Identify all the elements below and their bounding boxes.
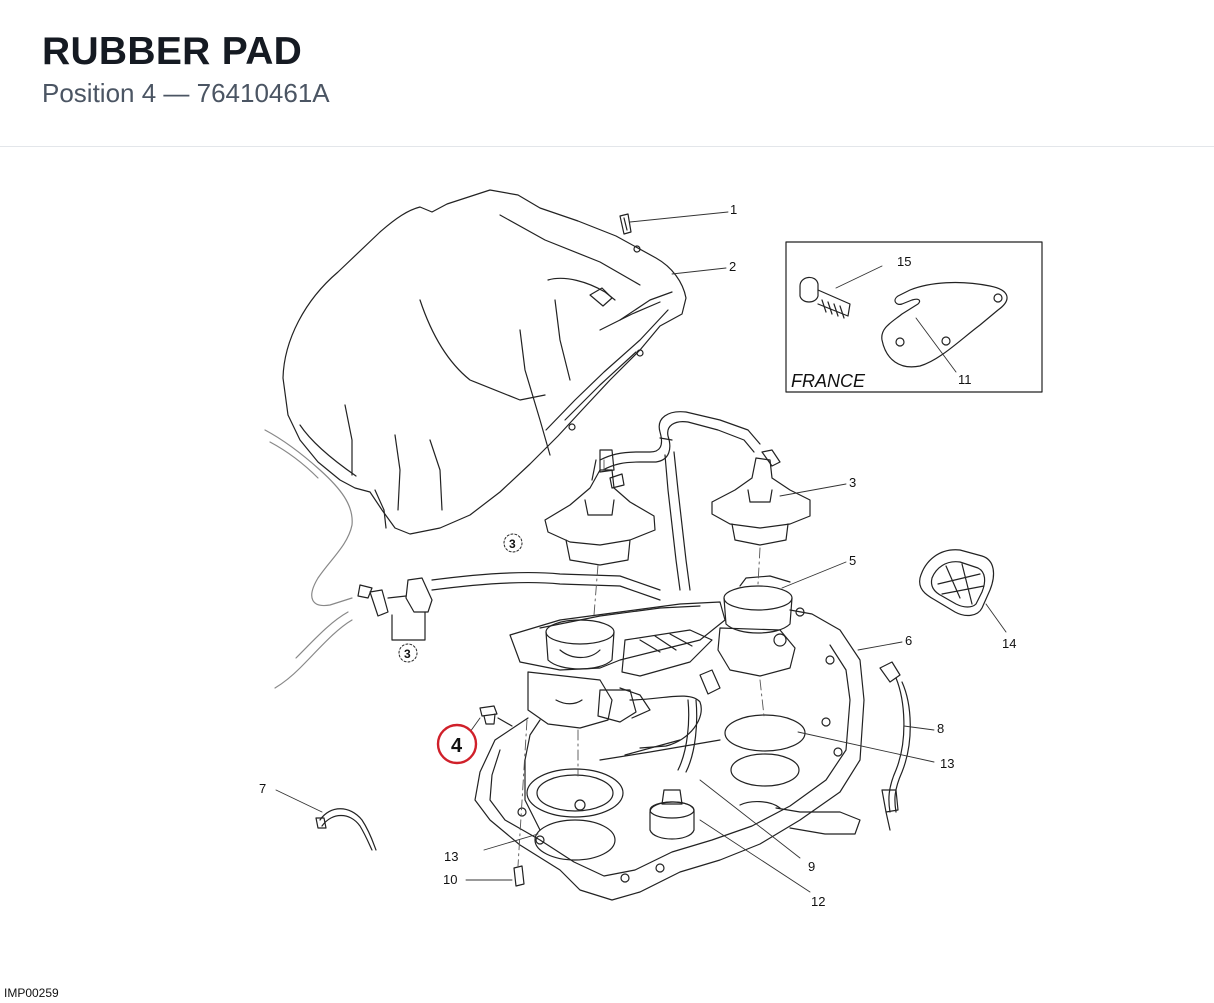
airbox-base-part xyxy=(474,607,865,901)
highlighted-position-number: 4 xyxy=(451,735,463,757)
callout-14: 14 xyxy=(1002,636,1016,651)
france-inset-box: FRANCE xyxy=(785,241,1043,393)
callout-15: 15 xyxy=(897,254,911,269)
highlighted-position-callout[interactable]: 4 xyxy=(436,723,478,765)
base-screw-part xyxy=(513,865,525,887)
part-subtitle: Position 4 — 76410461A xyxy=(42,78,330,108)
callout-1: 1 xyxy=(730,202,737,217)
duct-part xyxy=(649,699,698,840)
callout-13-left: 13 xyxy=(444,849,458,864)
callout-10: 10 xyxy=(443,872,457,887)
diaphragm-left-part xyxy=(544,449,656,566)
callout-13-right: 13 xyxy=(940,756,954,771)
callout-numbers: 1 2 3 5 6 7 8 9 10 11 12 13 13 14 15 xyxy=(259,202,1016,909)
diagram-drawing: FRANCE xyxy=(259,189,1043,909)
diaphragm-right-part xyxy=(711,449,811,546)
breather-hose-left xyxy=(264,429,353,689)
callout-9: 9 xyxy=(808,859,815,874)
reference-markers: 3 3 xyxy=(398,533,523,663)
vacuum-hose-top xyxy=(599,411,761,591)
throttle-body-assembly-part xyxy=(509,575,796,749)
leader-lines xyxy=(275,211,1007,893)
highlight-ring xyxy=(436,723,478,765)
reference-marker-3-bottom: 3 xyxy=(404,647,411,661)
screw-part xyxy=(619,213,632,235)
page-header: RUBBER PAD Position 4 — 76410461A xyxy=(0,0,1214,147)
callout-7: 7 xyxy=(259,781,266,796)
callout-8: 8 xyxy=(937,721,944,736)
airbox-cover-part xyxy=(282,189,687,535)
callout-5: 5 xyxy=(849,553,856,568)
rubber-pad-part xyxy=(479,705,513,727)
diagram-code: IMP00259 xyxy=(4,986,59,1000)
clip-part xyxy=(315,808,377,851)
breather-fitting-part xyxy=(357,571,661,641)
callout-3: 3 xyxy=(849,475,856,490)
assembly-axes xyxy=(517,459,765,867)
callout-11: 11 xyxy=(958,372,972,387)
callout-6: 6 xyxy=(905,633,912,648)
callout-12: 12 xyxy=(811,894,825,909)
page-title: RUBBER PAD xyxy=(42,30,303,73)
filter-element-part xyxy=(919,549,995,617)
exploded-parts-diagram: FRANCE xyxy=(0,148,1214,983)
callout-2: 2 xyxy=(729,259,736,274)
reference-marker-3-top: 3 xyxy=(509,537,516,551)
inset-label-france: FRANCE xyxy=(791,371,866,391)
sensor-cable-part xyxy=(879,661,911,831)
